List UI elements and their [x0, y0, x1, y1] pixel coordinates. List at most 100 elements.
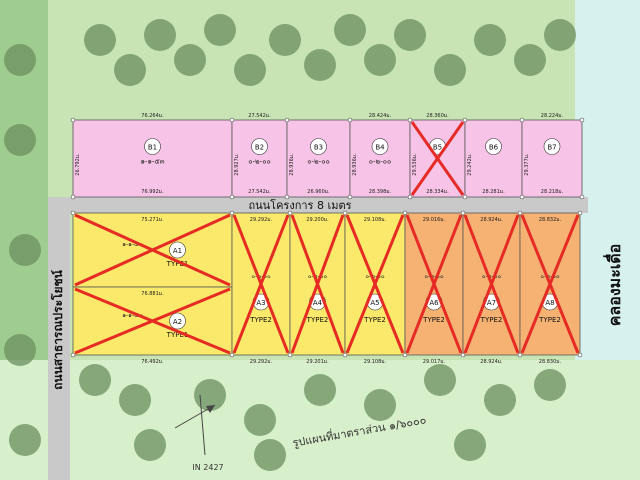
- plot-width-top: 76.264ม.: [141, 113, 164, 119]
- tree-icon: [254, 439, 286, 471]
- survey-marker-icon: [519, 194, 525, 200]
- north-marker-label: IN 2427: [192, 463, 223, 472]
- plot-width-top: 28.360ม.: [426, 113, 449, 119]
- plot-area-label: ๐-๒-๐๐: [540, 273, 560, 280]
- tree-icon: [334, 14, 366, 46]
- plot-area-label: ๐-๒-๐๐: [369, 158, 391, 166]
- tree-icon: [244, 404, 276, 436]
- plot-width-bottom: 28.218ม.: [541, 189, 564, 195]
- plot-shape: [349, 119, 411, 198]
- plot-id-badge: [251, 138, 268, 155]
- plot-width-top: 29.016ม.: [423, 217, 446, 223]
- plot-area-label: ๐-๒-๐๐: [251, 273, 271, 280]
- plot-area-label: ๐-๒-๐๐: [307, 158, 329, 166]
- tree-icon: [364, 389, 396, 421]
- plot-width-top: 76.881ม.: [141, 291, 164, 297]
- tree-icon: [454, 429, 486, 461]
- survey-marker-icon: [287, 210, 293, 216]
- plot-id-label: A1: [173, 247, 182, 255]
- sold-cross-line: [405, 214, 463, 354]
- survey-marker-icon: [229, 194, 235, 200]
- survey-marker-icon: [517, 352, 523, 358]
- plot-width-top: 28.832ม.: [539, 217, 562, 223]
- plot-side-length: 28.936ม.: [352, 153, 358, 176]
- plot-id-label: A6: [429, 299, 439, 307]
- plot-area-label: ๐-๒-๐๐: [308, 273, 328, 280]
- plot-width-bottom: 29.292ม.: [250, 359, 273, 365]
- plot-width-bottom: 27.542ม.: [248, 189, 271, 195]
- survey-marker-icon: [407, 117, 413, 123]
- survey-marker-icon: [287, 352, 293, 358]
- survey-marker-icon: [70, 352, 76, 358]
- survey-marker-icon: [347, 117, 353, 123]
- plot-width-bottom: 76.492ม.: [141, 359, 164, 365]
- plot-type-label: TYPE2: [249, 316, 272, 324]
- tree-icon: [144, 19, 176, 51]
- tree-icon: [84, 24, 116, 56]
- plot-id-label: A3: [256, 299, 265, 307]
- sold-cross-line: [410, 121, 465, 196]
- tree-icon: [304, 49, 336, 81]
- tree-icon: [4, 124, 36, 156]
- bottom-plot-row: A1TYPE1๑-๑-๕๓75.271ม.76.881ม.A2TYPE1๑-๑-…: [70, 210, 583, 365]
- plot-side-length: 29.242ม.: [467, 153, 473, 176]
- plot-id-label: B1: [148, 144, 157, 152]
- plot-id-badge: [169, 312, 186, 330]
- survey-marker-icon: [70, 210, 76, 216]
- plot-id-label: B4: [375, 144, 385, 152]
- plot-type-label: TYPE2: [480, 316, 503, 324]
- sold-cross-line: [463, 214, 520, 354]
- sold-cross-line: [520, 214, 580, 354]
- survey-marker-icon: [462, 117, 468, 123]
- plot-id-badge: [543, 138, 561, 155]
- plot-type-label: TYPE2: [306, 316, 329, 324]
- survey-marker-icon: [402, 352, 408, 358]
- plot-id-badge: [485, 138, 502, 155]
- plot-side-length: 29.377ม.: [524, 153, 530, 176]
- tree-icon: [424, 364, 456, 396]
- plot-shape: [286, 119, 351, 198]
- survey-marker-icon: [229, 210, 235, 216]
- public-road-label: ถนนสาธารณประโยชน์: [50, 269, 65, 390]
- tree-cluster: [4, 14, 576, 471]
- tree-icon: [484, 384, 516, 416]
- canal-label: คลองมะเดื่อ: [603, 244, 624, 327]
- plot-area-label: ๐-๒-๐๐: [424, 273, 444, 280]
- plot-width-top: 28.224ม.: [541, 113, 564, 119]
- plot-type-label: TYPE2: [363, 316, 386, 324]
- plot-width-bottom: 26.960ม.: [307, 189, 330, 195]
- plot-area-label: ๐-๒-๐๐: [482, 273, 502, 280]
- tree-icon: [534, 369, 566, 401]
- project-road: [48, 197, 588, 213]
- plot-width-top: 28.924ม.: [480, 217, 503, 223]
- plot-id-badge: [169, 241, 186, 259]
- survey-marker-icon: [229, 117, 235, 123]
- plot-area-label: ๑-๑-๕๓: [122, 312, 143, 319]
- tree-icon: [514, 44, 546, 76]
- tree-icon: [4, 44, 36, 76]
- plot-width-bottom: 28.924ม.: [480, 359, 503, 365]
- tree-icon: [4, 334, 36, 366]
- tree-icon: [174, 44, 206, 76]
- plot-width-top: 28.424ม.: [369, 113, 392, 119]
- plot-width-bottom: 29.017ม.: [423, 359, 446, 365]
- tree-icon: [114, 54, 146, 86]
- north-arrow-icon: [174, 394, 216, 456]
- plot-width-bottom: 28.281ม.: [482, 189, 505, 195]
- plot-side-length: 29.536ม.: [412, 153, 418, 176]
